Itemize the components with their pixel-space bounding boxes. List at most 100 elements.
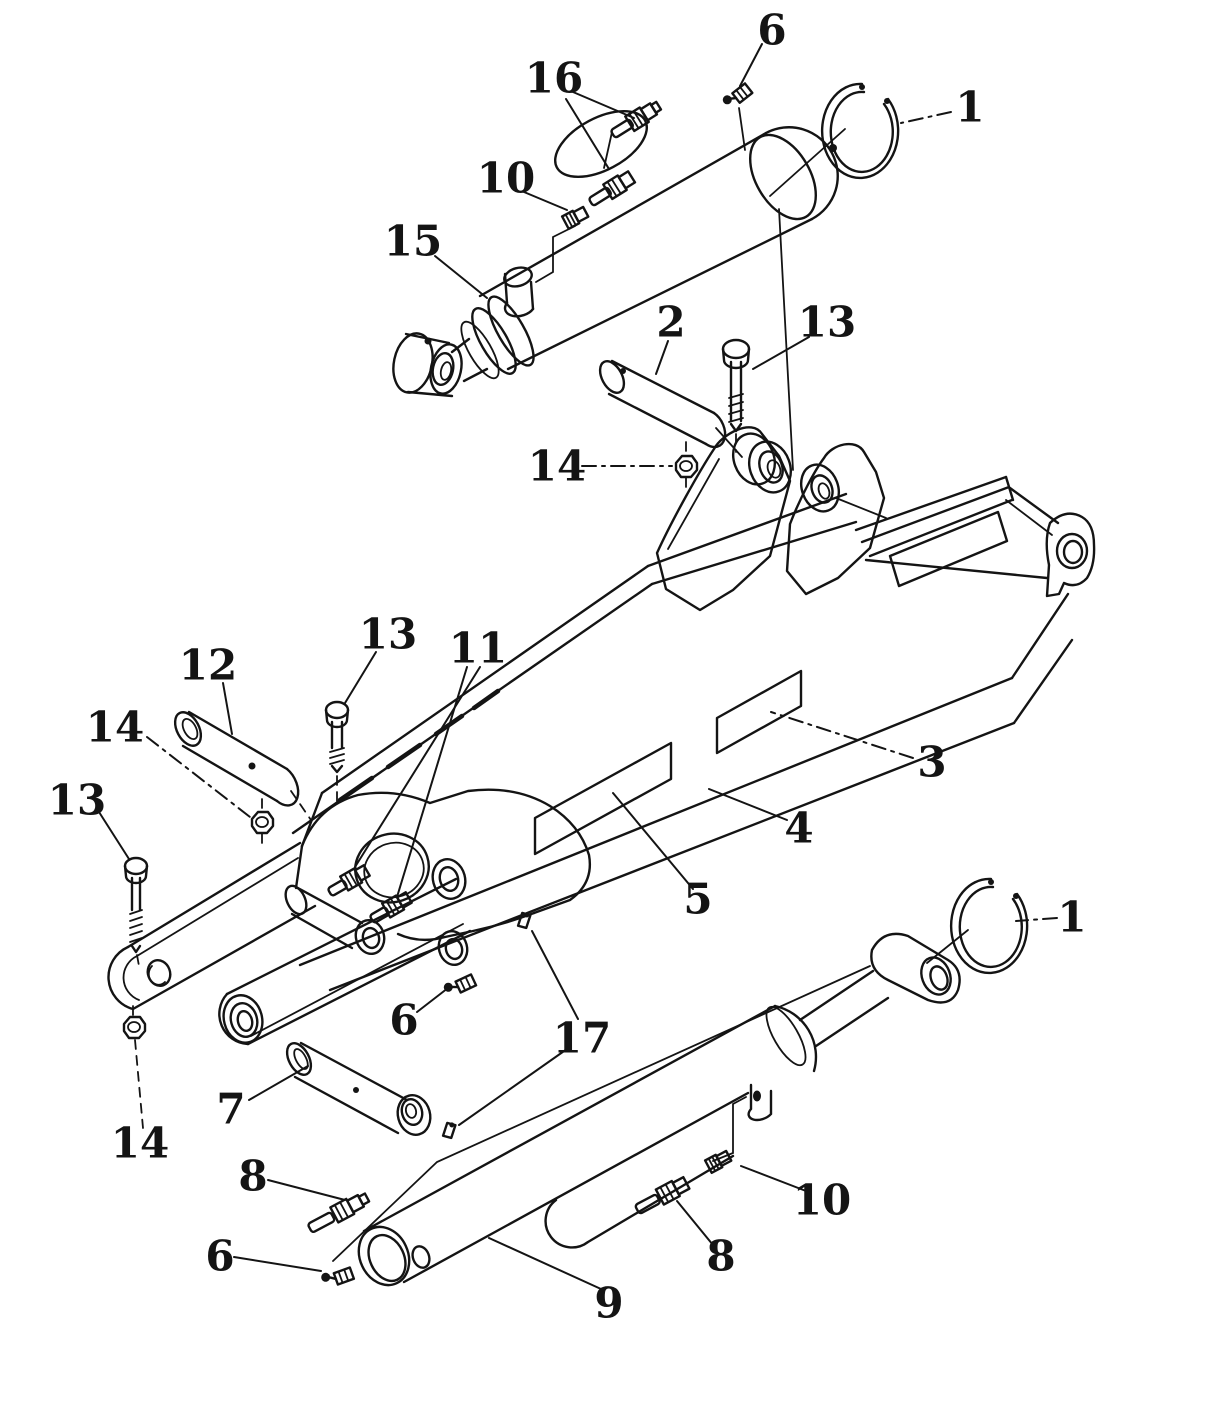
nipple-fitting-10-top — [560, 205, 590, 231]
upper-cylinder-15 — [392, 107, 839, 398]
hydraulic-fitting-11b — [369, 891, 413, 924]
callout-6-leader — [233, 1256, 322, 1272]
hose-end-fitting-16a — [610, 100, 663, 139]
callout-3-label: 3 — [917, 738, 946, 787]
nut-14-left — [250, 798, 275, 850]
link-arm-lower — [218, 877, 472, 1046]
bracket-front-ear — [655, 426, 792, 612]
callout-1-label: 1 — [1057, 893, 1086, 942]
edge-hatch — [337, 775, 375, 803]
callout-4-label: 4 — [784, 804, 813, 853]
callout-13-leader — [752, 336, 810, 370]
nut-14-bottom-left — [122, 1005, 147, 1129]
bottom-fitting-group — [307, 1149, 733, 1286]
callout-10-label: 10 — [793, 1176, 851, 1225]
pin-7 — [285, 1041, 457, 1140]
decal-part-5 — [533, 741, 673, 856]
callout-10-leader — [740, 1165, 807, 1192]
callout-3-leader — [770, 711, 914, 759]
callout-8-leader — [676, 1200, 714, 1246]
callout-8-leader — [267, 1179, 346, 1201]
callout-6-label: 6 — [205, 1232, 234, 1281]
callout-9-leader — [488, 1237, 602, 1290]
edge-hatch — [471, 688, 501, 711]
pin-axis-line — [715, 427, 743, 458]
port-line — [535, 225, 576, 283]
decal-part-3 — [715, 669, 803, 755]
boom-weldment-drawing — [291, 208, 1096, 992]
bolt-13-left — [123, 856, 149, 967]
callout-1-leader — [900, 111, 952, 124]
bolt-13-mid — [324, 700, 350, 807]
callout-5-label: 5 — [683, 875, 712, 924]
port-line — [712, 1096, 747, 1162]
callout-12-label: 12 — [179, 641, 237, 690]
callout-13-leader — [344, 651, 377, 704]
callout-9-label: 9 — [594, 1279, 623, 1328]
bolt-13-top — [721, 338, 751, 453]
pin-boss-bushing — [431, 858, 467, 900]
callout-5-leader — [612, 792, 694, 890]
nut-14-top — [674, 441, 699, 495]
snap-ring-1-bottom — [926, 877, 1029, 975]
pin-axis-line — [778, 208, 794, 471]
nose-cross-pin — [284, 884, 386, 956]
callout-6-leader — [416, 987, 449, 1013]
callout-11-label: 11 — [449, 624, 507, 673]
callout-8-label: 8 — [706, 1232, 735, 1281]
link-arm-upper — [107, 841, 317, 1011]
callout-11-leader — [354, 666, 481, 868]
callout-7-label: 7 — [216, 1085, 245, 1134]
callout-1-leader — [1015, 917, 1058, 922]
callout-8-label: 8 — [238, 1152, 267, 1201]
callout-13-label: 13 — [798, 298, 856, 347]
callout-6-leader — [739, 43, 763, 87]
callout-7-leader — [248, 1065, 309, 1101]
nipple-fitting-10-bottom — [703, 1149, 733, 1175]
cross-tube-bore — [354, 832, 430, 904]
callout-16-leader — [565, 98, 610, 170]
callout-16-leader — [572, 91, 635, 119]
callout-6-label: 6 — [389, 996, 418, 1045]
tube-loop — [544, 1154, 735, 1249]
boom-nose-casting — [284, 788, 591, 994]
rear-mount-frame — [854, 475, 1096, 598]
grease-fitting-6-top — [722, 82, 754, 105]
callout-14-leader — [146, 736, 251, 818]
pin-7-washer — [396, 1094, 432, 1136]
plug-17-upper — [516, 911, 532, 930]
grease-fitting-6-bottom — [321, 1266, 356, 1286]
callout-15-leader — [434, 255, 488, 299]
callout-17-label: 17 — [553, 1014, 611, 1063]
callout-12-leader — [222, 682, 233, 735]
hose-loop — [553, 109, 649, 179]
callout-6-label: 6 — [757, 6, 786, 55]
callout-15-label: 15 — [384, 217, 442, 266]
callout-2-label: 2 — [656, 298, 685, 347]
grease-port-line — [738, 107, 746, 151]
callout-4-leader — [708, 788, 788, 821]
hydraulic-fitting-11a — [327, 864, 371, 897]
callout-16-label: 16 — [525, 54, 583, 103]
callout-14-label: 14 — [528, 442, 586, 491]
callout-13-label: 13 — [48, 776, 106, 825]
hose-end-fitting-8-left — [307, 1192, 371, 1234]
callout-2-leader — [655, 340, 669, 375]
rod-eye-boss — [870, 932, 961, 1004]
callout-14-label: 14 — [111, 1119, 169, 1168]
callout-10-leader — [523, 191, 568, 211]
edge-hatch — [385, 742, 423, 770]
grease-fitting-6-mid — [443, 973, 478, 994]
pin-2 — [598, 359, 727, 449]
top-fitting-group — [553, 82, 754, 231]
hose-end-fitting-8-right — [634, 1175, 691, 1215]
callout-10-label: 10 — [477, 154, 535, 203]
grease-line — [332, 965, 871, 1262]
callout-13-leader — [98, 811, 130, 860]
plug-17-lower — [441, 1121, 457, 1140]
callout-14-label: 14 — [86, 703, 144, 752]
bracket-rear-ear — [785, 442, 887, 596]
